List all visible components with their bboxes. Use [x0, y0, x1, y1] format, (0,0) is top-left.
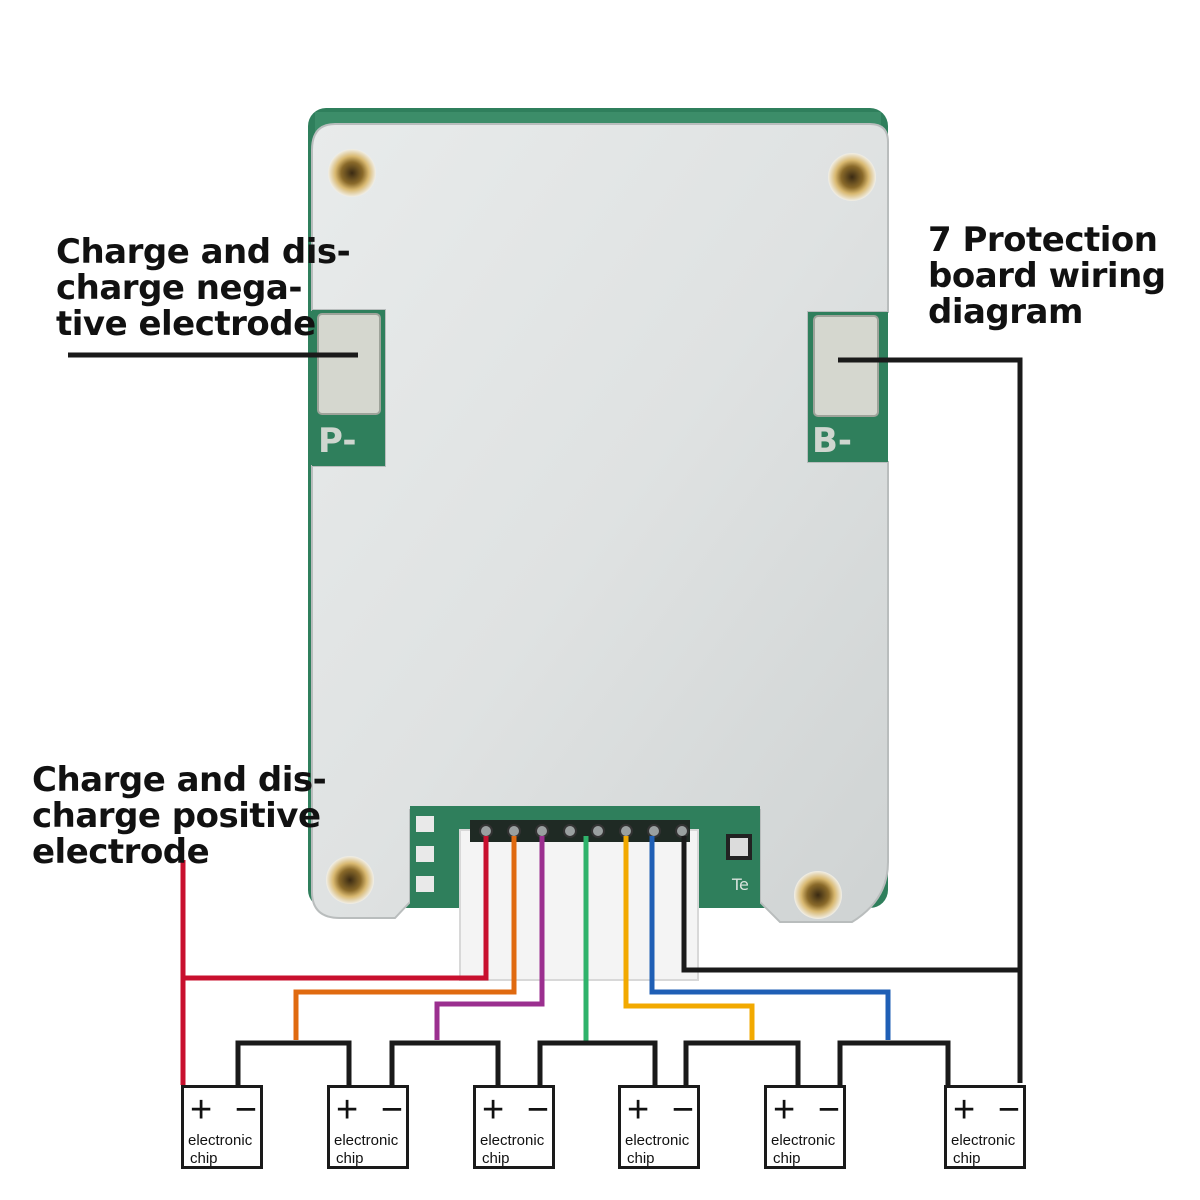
- wire-black-top: [681, 836, 1020, 973]
- chip-label: chip: [627, 1150, 655, 1167]
- cell-chip-3: + − electronic chip: [473, 1085, 555, 1169]
- polarity-icon: + −: [190, 1089, 263, 1131]
- connector-text: Te: [731, 875, 749, 894]
- chip-label: electronic: [334, 1132, 399, 1149]
- positive-electrode-label: Charge and dis- charge positive electrod…: [32, 760, 327, 872]
- mounting-hole-icon: [326, 856, 374, 904]
- pad-label-p-minus: P-: [318, 421, 356, 461]
- link-1-2: [235, 1040, 352, 1085]
- wire-b-minus: [838, 357, 1023, 1083]
- balance-connector: [459, 829, 699, 981]
- link-3-4: [537, 1040, 658, 1085]
- wire-purple: [434, 836, 545, 1040]
- chip-label: electronic: [480, 1132, 545, 1149]
- pad-label-b-minus: B-: [812, 421, 852, 461]
- chip-label: chip: [336, 1150, 364, 1167]
- chip-label: chip: [190, 1150, 218, 1167]
- chip-label: electronic: [625, 1132, 690, 1149]
- link-2-3: [389, 1040, 501, 1085]
- chip-label: electronic: [188, 1132, 253, 1149]
- chip-label: chip: [773, 1150, 801, 1167]
- cell-chip-5: + − electronic chip: [764, 1085, 846, 1169]
- polarity-icon: + −: [336, 1089, 409, 1131]
- wire-blue: [649, 836, 891, 1040]
- link-5-6: [837, 1040, 951, 1085]
- mounting-hole-icon: [794, 871, 842, 919]
- cell-chip-6: + − electronic chip: [944, 1085, 1026, 1169]
- polarity-icon: + −: [627, 1089, 700, 1131]
- chip-label: electronic: [951, 1132, 1016, 1149]
- p-minus-pad: [317, 313, 381, 415]
- wire-red-branch: [183, 836, 489, 981]
- link-4-5: [683, 1040, 801, 1085]
- wire-orange: [293, 836, 517, 1040]
- negative-electrode-label: Charge and dis- charge nega- tive electr…: [56, 232, 351, 344]
- diagram-title: 7 Protection board wiring diagram: [928, 220, 1166, 332]
- chip-label: electronic: [771, 1132, 836, 1149]
- cell-chip-1: + − electronic chip: [181, 1085, 263, 1169]
- cell-chip-2: + − electronic chip: [327, 1085, 409, 1169]
- polarity-icon: + −: [953, 1089, 1026, 1131]
- cell-chip-4: + − electronic chip: [618, 1085, 700, 1169]
- b-minus-pad: [813, 315, 879, 417]
- wire-yellow: [623, 836, 755, 1040]
- polarity-icon: + −: [482, 1089, 555, 1131]
- polarity-icon: + −: [773, 1089, 846, 1131]
- mounting-hole-icon: [828, 153, 876, 201]
- chip-label: chip: [953, 1150, 981, 1167]
- mounting-hole-icon: [328, 149, 376, 197]
- chip-label: chip: [482, 1150, 510, 1167]
